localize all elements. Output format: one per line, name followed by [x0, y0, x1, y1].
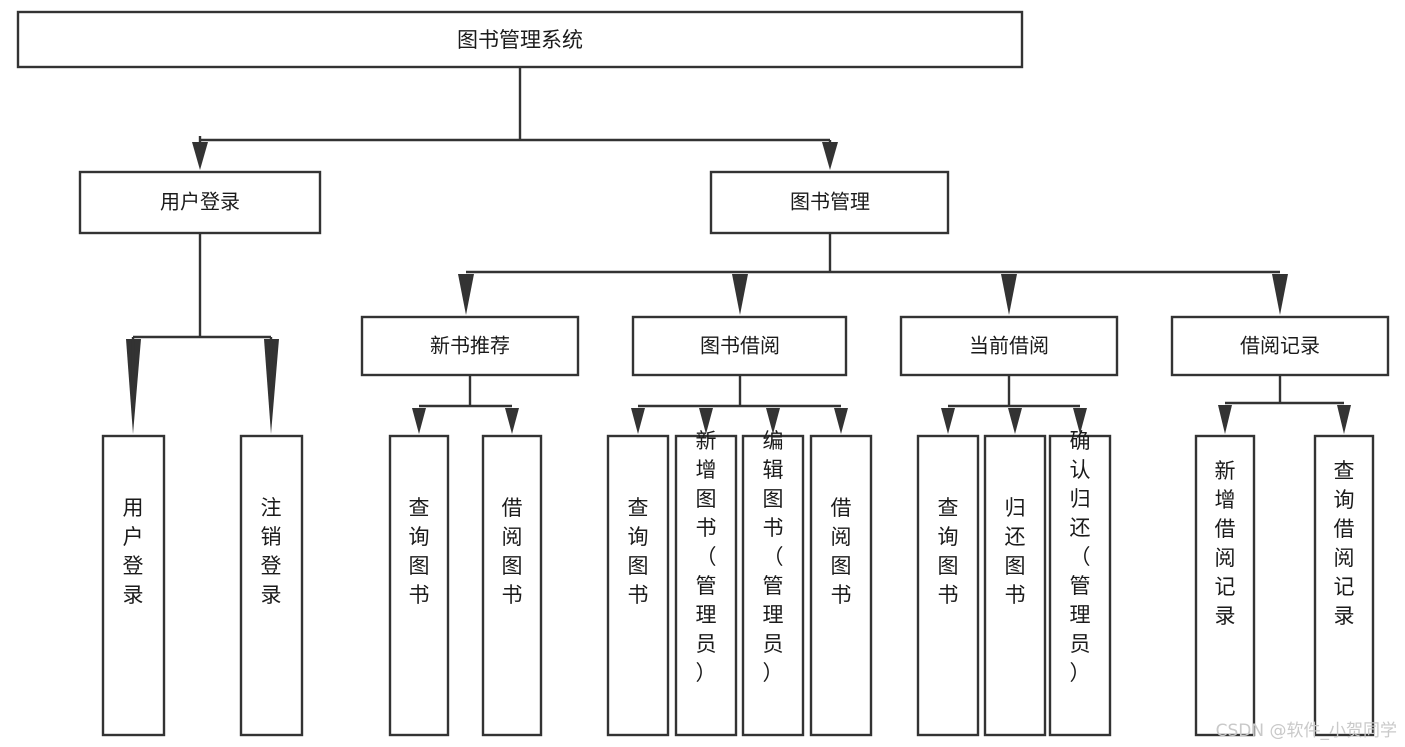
- node-root-box[interactable]: [16, 10, 1024, 69]
- leaf-borrow-book-box[interactable]: [809, 434, 873, 737]
- arrow-to-borrow-record-icon: [1272, 274, 1288, 315]
- leaf-confirm-return-box[interactable]: [1048, 434, 1112, 737]
- leaf-add-record-box[interactable]: [1194, 434, 1256, 737]
- node-book-borrow-label: 图书借阅: [700, 334, 780, 358]
- node-new-book-recommend-box[interactable]: [360, 315, 580, 377]
- leaf-confirm-return-label: 确认归还（管理员）: [1070, 429, 1091, 685]
- arrow-to-book-borrow-icon: [732, 274, 748, 315]
- connector-layer: [126, 67, 1351, 434]
- arrow-to-leaf-confirm-return-icon: [1073, 408, 1087, 434]
- leaf-query-record[interactable]: 查询借阅记录: [1313, 434, 1375, 737]
- leaf-query-book-borrow[interactable]: 查询图书: [606, 434, 670, 737]
- leaf-return-book-box[interactable]: [983, 434, 1047, 737]
- node-book-manage-box[interactable]: [709, 170, 950, 235]
- leaf-return-book[interactable]: 归还图书: [983, 434, 1047, 737]
- leaf-add-record[interactable]: 新增借阅记录: [1194, 434, 1256, 737]
- arrow-to-leaf-add-record-icon: [1218, 405, 1232, 434]
- arrow-to-leaf-add-book-icon: [699, 408, 713, 434]
- leaf-user-login-box[interactable]: [101, 434, 166, 737]
- node-user-login-box[interactable]: [78, 170, 322, 235]
- node-current-borrow-box[interactable]: [899, 315, 1119, 377]
- node-new-book-recommend-label: 新书推荐: [430, 334, 510, 358]
- node-current-borrow-label: 当前借阅: [969, 334, 1049, 358]
- leaf-confirm-return[interactable]: 确认归还（管理员）: [1048, 429, 1112, 737]
- node-borrow-record-box[interactable]: [1170, 315, 1390, 377]
- leaf-return-book-label: 归还图书: [1005, 496, 1026, 607]
- leaf-edit-book-label: 编辑图书（管理员）: [763, 429, 784, 685]
- leaf-query-book-borrow-label: 查询图书: [628, 496, 649, 607]
- leaf-edit-book-box[interactable]: [741, 434, 805, 737]
- leaf-add-book-label: 新增图书（管理员）: [696, 429, 717, 685]
- leaf-borrow-book-rec-box[interactable]: [481, 434, 543, 737]
- leaf-user-login[interactable]: 用户登录: [101, 434, 166, 737]
- node-book-manage[interactable]: 图书管理: [709, 170, 950, 235]
- arrow-to-leaf-query-book-rec-icon: [412, 408, 426, 434]
- node-borrow-record-label: 借阅记录: [1240, 334, 1320, 358]
- leaf-query-book-rec[interactable]: 查询图书: [388, 434, 450, 737]
- node-root[interactable]: 图书管理系统: [16, 10, 1024, 69]
- leaf-user-logout-box[interactable]: [239, 434, 304, 737]
- leaf-add-record-label: 新增借阅记录: [1215, 459, 1236, 628]
- leaf-query-record-box[interactable]: [1313, 434, 1375, 737]
- node-borrow-record[interactable]: 借阅记录: [1170, 315, 1390, 377]
- leaf-query-record-label: 查询借阅记录: [1334, 459, 1355, 628]
- node-current-borrow[interactable]: 当前借阅: [899, 315, 1119, 377]
- leaf-user-logout[interactable]: 注销登录: [239, 434, 304, 737]
- leaf-query-book-current[interactable]: 查询图书: [916, 434, 980, 737]
- leaf-user-login-label: 用户登录: [123, 496, 144, 607]
- arrow-to-current-borrow-icon: [1001, 274, 1017, 315]
- arrow-to-leaf-edit-book-icon: [766, 408, 780, 434]
- leaf-query-book-rec-label: 查询图书: [409, 496, 430, 607]
- arrow-to-leaf-borrow-book-icon: [834, 408, 848, 434]
- leaf-borrow-book-rec[interactable]: 借阅图书: [481, 434, 543, 737]
- arrow-to-new-book-recommend-icon: [458, 274, 474, 315]
- node-book-borrow-box[interactable]: [631, 315, 848, 377]
- leaf-borrow-book[interactable]: 借阅图书: [809, 434, 873, 737]
- leaf-user-logout-label: 注销登录: [261, 496, 282, 607]
- leaf-borrow-book-label: 借阅图书: [831, 496, 852, 607]
- arrow-to-book-manage-icon: [822, 142, 838, 170]
- leaf-query-book-borrow-box[interactable]: [606, 434, 670, 737]
- leaf-query-book-rec-box[interactable]: [388, 434, 450, 737]
- node-new-book-recommend[interactable]: 新书推荐: [360, 315, 580, 377]
- arrow-to-leaf-return-book-icon: [1008, 408, 1022, 434]
- leaf-borrow-book-rec-label: 借阅图书: [502, 496, 523, 607]
- arrow-to-leaf-query-book-borrow-icon: [631, 408, 645, 434]
- leaf-query-book-current-label: 查询图书: [938, 496, 959, 607]
- arrow-to-leaf-borrow-book-rec-icon: [505, 408, 519, 434]
- arrow-to-user-login-icon: [192, 142, 208, 170]
- node-user-login-label: 用户登录: [160, 190, 240, 214]
- arrow-to-leaf-query-book-current-icon: [941, 408, 955, 434]
- node-user-login[interactable]: 用户登录: [78, 170, 322, 235]
- leaf-query-book-current-box[interactable]: [916, 434, 980, 737]
- arrow-to-leaf-query-record-icon: [1337, 405, 1351, 434]
- node-book-manage-label: 图书管理: [790, 190, 870, 214]
- node-root-label: 图书管理系统: [457, 28, 583, 52]
- leaf-edit-book[interactable]: 编辑图书（管理员）: [741, 429, 805, 737]
- node-book-borrow[interactable]: 图书借阅: [631, 315, 848, 377]
- leaf-add-book-box[interactable]: [674, 434, 738, 737]
- leaf-add-book[interactable]: 新增图书（管理员）: [674, 429, 738, 737]
